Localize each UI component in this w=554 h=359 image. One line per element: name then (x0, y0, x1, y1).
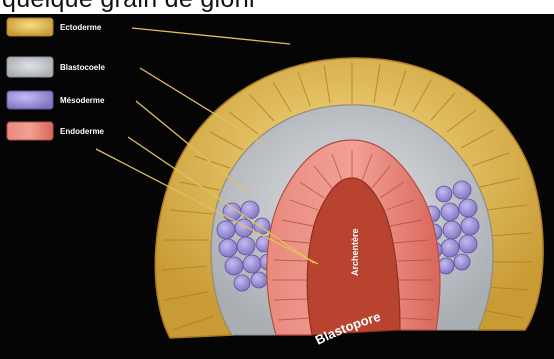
legend-item-blastocoele: Blastocoele (7, 57, 105, 77)
legend: Ectoderme Blastocoele Mésoderme Endoderm… (7, 18, 105, 140)
archenteron-label: Archentère (350, 228, 360, 276)
legend-label-ectoderme: Ectoderme (60, 23, 102, 32)
gastrula-illustration: Archentère Blastopore Ectoderme Blastoco… (0, 14, 554, 359)
ectoderm-swatch (7, 18, 53, 36)
cropped-caption-text: quelque grain de giorli (2, 0, 255, 14)
legend-item-mesoderme: Mésoderme (7, 91, 105, 109)
legend-item-ectoderme: Ectoderme (7, 18, 102, 36)
diagram-panel: Archentère Blastopore Ectoderme Blastoco… (0, 14, 554, 359)
mesoderm-swatch (7, 91, 53, 109)
legend-label-blastocoele: Blastocoele (60, 63, 105, 72)
legend-label-mesoderme: Mésoderme (60, 96, 105, 105)
leader-line-ectoderme (132, 28, 290, 44)
legend-item-endoderme: Endoderme (7, 122, 105, 140)
endoderm-swatch (7, 122, 53, 140)
blastocoel-swatch (7, 57, 53, 77)
cropped-caption-strip: quelque grain de giorli (0, 0, 554, 14)
legend-label-endoderme: Endoderme (60, 127, 105, 136)
